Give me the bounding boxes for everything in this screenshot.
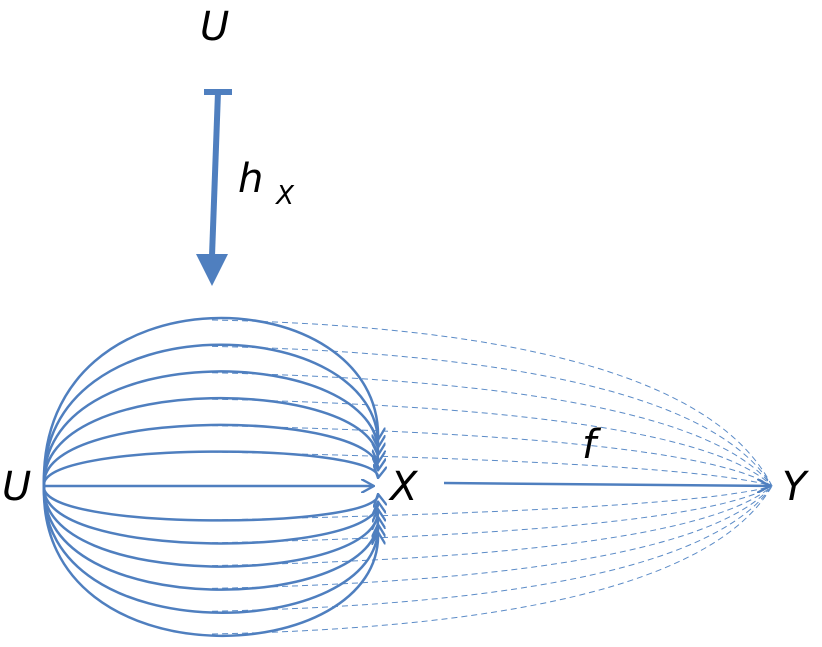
dashed-fan-line [211, 485, 773, 544]
dashed-fan-line [211, 485, 773, 521]
loop-arrow-below [42, 485, 378, 591]
loop-arrow-below [42, 485, 378, 545]
loop-arrow-below [42, 485, 378, 568]
loop-arrow-above [42, 343, 378, 487]
x-to-y-arrow [443, 483, 770, 486]
loop-arrow-above [42, 450, 378, 487]
label-hx-main: h [238, 156, 263, 202]
dashed-fan-line [211, 485, 773, 589]
dashed-fan-lines [211, 319, 773, 635]
label-u-left: U [2, 464, 31, 510]
label-hx-sub: X [274, 181, 295, 211]
dashed-fan-line [211, 485, 773, 567]
hx-arrow-shaft [209, 91, 221, 257]
loop-arrow-below [42, 485, 378, 522]
dashed-fan-line [211, 372, 773, 487]
loop-arrow-above [42, 370, 378, 487]
dashed-fan-line [211, 485, 773, 635]
label-f: f [582, 422, 602, 468]
loop-arrow-above [42, 397, 378, 487]
dashed-fan-line [211, 345, 773, 487]
label-hx: h X [238, 156, 295, 211]
dashed-fan-line [211, 451, 773, 487]
loop-arrow-above [42, 316, 378, 487]
loop-arrow-below [42, 485, 378, 638]
hx-intervention-arrow [196, 89, 232, 286]
dashed-fan-line [211, 425, 773, 487]
dashed-fan-line [211, 319, 773, 487]
loop-arrow-below [42, 485, 378, 614]
loop-arrow-above [42, 423, 378, 487]
hx-arrow-head [196, 254, 228, 286]
label-y: Y [782, 464, 810, 510]
dashed-fan-line [211, 485, 773, 612]
label-x: X [388, 464, 419, 510]
label-u-top: U [200, 4, 229, 50]
dashed-fan-line [211, 398, 773, 487]
u-to-x-loops [42, 316, 378, 638]
